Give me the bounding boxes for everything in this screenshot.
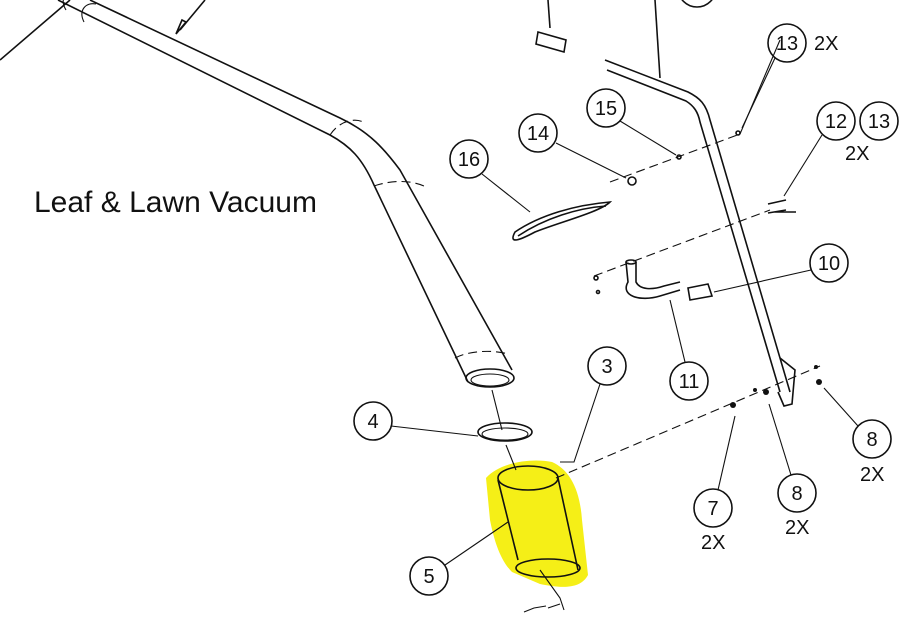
svg-text:13: 13 — [776, 33, 798, 55]
svg-text:7: 7 — [707, 498, 718, 520]
svg-text:5: 5 — [423, 566, 434, 588]
assembly-axis — [491, 389, 517, 471]
part-12-clip — [767, 199, 796, 214]
callout-8a: 8 2X — [823, 387, 892, 486]
part-14-washer — [627, 176, 637, 186]
callout-13b: 13 2X — [845, 101, 899, 165]
part-16-cable — [512, 201, 613, 241]
part-8-fastener — [763, 389, 769, 395]
hose-tube — [0, 0, 515, 388]
svg-text:16: 16 — [458, 149, 480, 171]
svg-text:3: 3 — [601, 356, 612, 378]
part-5-connector — [497, 465, 581, 613]
svg-text:2X: 2X — [814, 33, 838, 55]
svg-text:12: 12 — [825, 111, 847, 133]
assembly-line-1 — [555, 365, 821, 479]
part-5-highlight — [486, 460, 588, 587]
svg-text:4: 4 — [367, 411, 378, 433]
svg-text:2X: 2X — [701, 532, 725, 554]
callout-16: 16 — [449, 139, 531, 213]
callout-12: 12 — [783, 101, 856, 197]
callout-14: 14 — [518, 113, 627, 179]
svg-text:2X: 2X — [785, 517, 809, 539]
callout-11: 11 — [669, 299, 709, 401]
callout-8b: 8 2X — [768, 403, 817, 539]
part-4-ring — [477, 422, 533, 442]
handle-bar — [604, 0, 796, 407]
callout-partial — [681, 0, 713, 8]
callout-7: 7 2X — [693, 415, 736, 554]
assembly-line-2 — [593, 209, 771, 277]
svg-text:14: 14 — [527, 123, 549, 145]
part-15-nut — [676, 154, 682, 160]
assembly-line-3 — [609, 133, 741, 183]
part-11-elbow — [625, 259, 681, 300]
svg-text:13: 13 — [868, 111, 890, 133]
callout-10: 10 — [713, 243, 849, 293]
svg-text:11: 11 — [679, 371, 700, 393]
svg-text:2X: 2X — [860, 464, 884, 486]
part-10-bushing — [687, 283, 714, 301]
callout-13a: 13 2X — [741, 23, 838, 129]
svg-text:8: 8 — [866, 429, 877, 451]
callout-5: 5 — [409, 521, 509, 596]
callout-4: 4 — [353, 401, 479, 441]
svg-text:15: 15 — [595, 98, 617, 120]
part-7-fastener — [730, 402, 736, 408]
callout-3: 3 — [560, 346, 627, 463]
svg-text:2X: 2X — [845, 143, 869, 165]
diagram-title: Leaf & Lawn Vacuum — [34, 186, 317, 219]
callout-15: 15 — [586, 88, 677, 156]
pin — [535, 0, 567, 54]
svg-text:10: 10 — [818, 253, 840, 275]
svg-text:8: 8 — [791, 483, 802, 505]
